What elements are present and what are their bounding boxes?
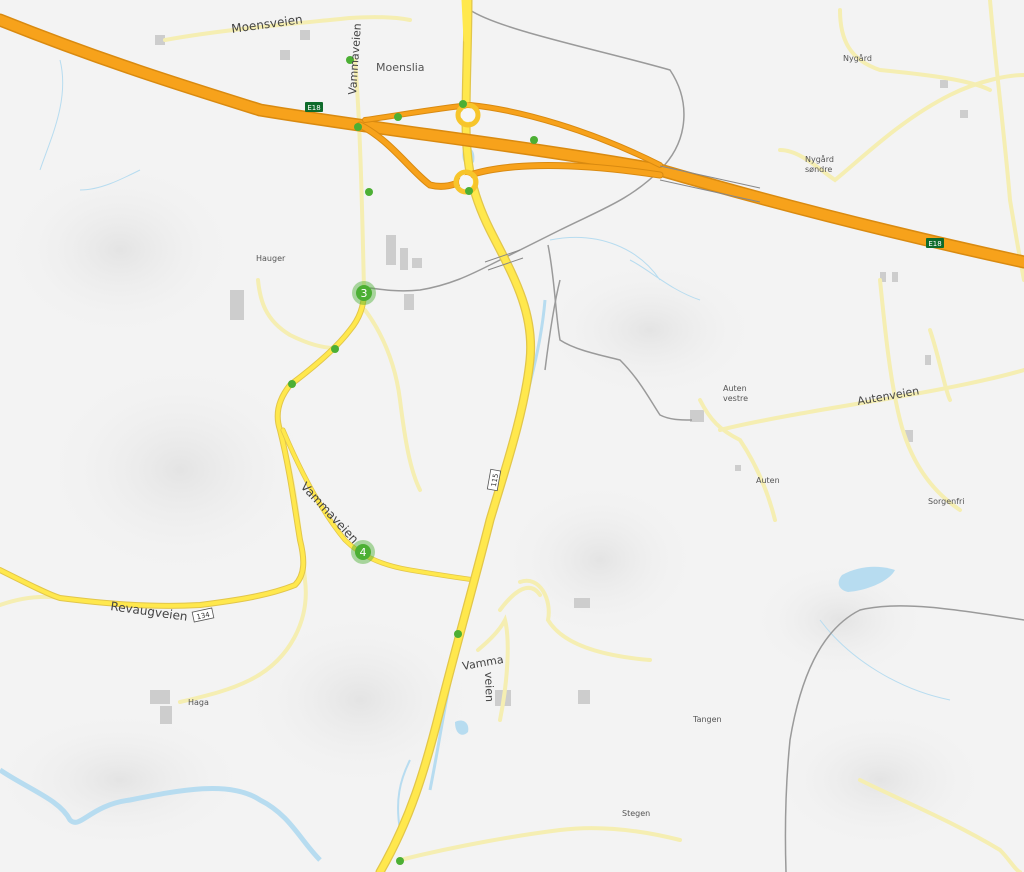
label-hauger: Hauger: [256, 254, 286, 263]
label-moensveien: Moensveien: [230, 12, 303, 36]
label-vamma-south-a: Vamma: [461, 653, 504, 673]
svg-text:E18: E18: [928, 240, 941, 248]
label-nygard: Nygård: [843, 53, 872, 63]
pond: [455, 720, 469, 735]
label-stegen: Stegen: [622, 809, 650, 818]
stop-marker-4[interactable]: 4: [351, 540, 375, 564]
label-vamma-south-b: veien: [482, 672, 496, 703]
stop-marker-3[interactable]: 3: [352, 281, 376, 305]
svg-text:115: 115: [490, 473, 500, 488]
label-nygard-sondre-1: Nygård: [805, 154, 834, 164]
hillshade: [0, 160, 990, 850]
roundabouts: [453, 102, 481, 195]
label-auten-vestre-2: vestre: [723, 394, 748, 403]
stop-marker-4-label: 4: [360, 546, 367, 559]
route-dots: [288, 56, 538, 865]
label-tangen: Tangen: [692, 715, 722, 724]
label-autenveien: Autenveien: [856, 384, 920, 408]
shield-134: 134: [191, 607, 215, 623]
label-auten: Auten: [756, 476, 780, 485]
label-auten-vestre-1: Auten: [723, 384, 747, 393]
shield-115: 115: [486, 468, 502, 492]
label-nygard-sondre-2: søndre: [805, 165, 832, 174]
svg-text:134: 134: [196, 611, 211, 622]
shield-e18-west: E18: [305, 102, 323, 112]
place-labels: Moenslia Hauger Nygård Nygård søndre Aut…: [188, 53, 965, 818]
label-moenslia: Moenslia: [376, 61, 425, 74]
lake: [838, 566, 895, 592]
label-haga: Haga: [188, 698, 209, 707]
label-sorgenfri: Sorgenfri: [928, 497, 965, 506]
svg-text:E18: E18: [307, 104, 320, 112]
shield-e18-east: E18: [926, 238, 944, 248]
bridges: [484, 165, 761, 271]
stop-marker-3-label: 3: [361, 287, 368, 300]
label-vammaveien-north: Vammaveien: [346, 23, 364, 95]
buildings: [150, 30, 968, 724]
